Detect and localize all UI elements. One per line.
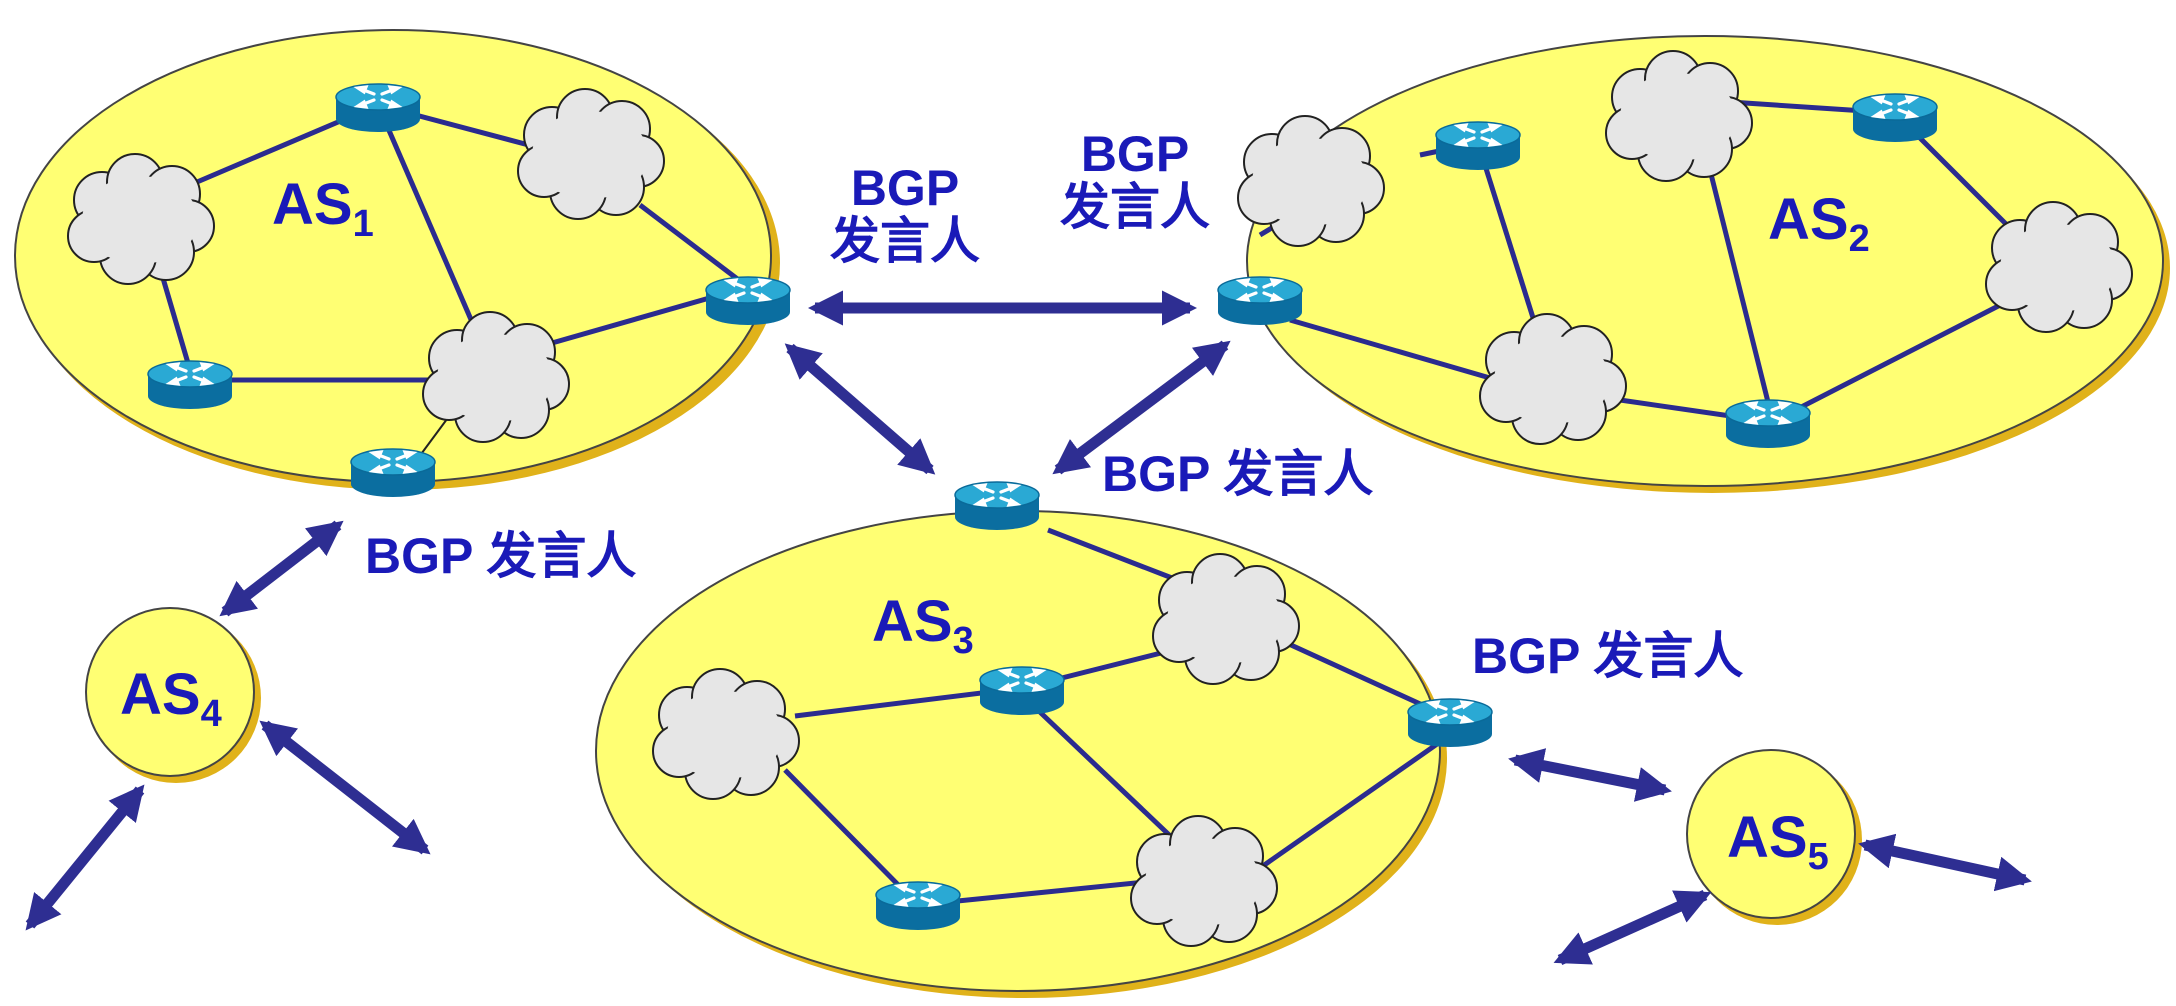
- router-icon: [334, 82, 422, 134]
- bgp-speaker-router-icon: [1216, 275, 1304, 327]
- as5-region: [1686, 749, 1862, 925]
- router-icon: [1724, 398, 1812, 450]
- bgp-speaker-router-icon: [1406, 697, 1494, 749]
- router-icon: [874, 880, 962, 932]
- bgp-speaker-router-icon: [704, 275, 792, 327]
- bgp-speaker-router-icon: [953, 480, 1041, 532]
- as2-label: AS2: [1768, 187, 1870, 260]
- as3-label: AS3: [872, 589, 974, 662]
- bgp-speaker-router-icon: [349, 447, 437, 499]
- bgp-speaker-label-as3-right: BGP 发言人: [1472, 628, 1744, 684]
- as5-label: AS5: [1727, 805, 1829, 878]
- as1-label: AS1: [272, 172, 374, 245]
- as4-region: [85, 607, 261, 783]
- bgp-speaker-label-as3: BGP 发言人: [1102, 446, 1374, 502]
- bgp-session-arrows: [25, 290, 2032, 966]
- as2-region: [1237, 35, 2170, 493]
- router-icon: [1851, 92, 1939, 144]
- bgp-speaker-label-as1-lower: BGP 发言人: [365, 528, 637, 584]
- router-icon: [1434, 120, 1522, 172]
- as4-label: AS4: [120, 662, 222, 735]
- as1-region: [14, 29, 780, 490]
- as3-region: [595, 510, 1447, 998]
- router-icon: [978, 665, 1066, 717]
- router-icon: [146, 359, 234, 411]
